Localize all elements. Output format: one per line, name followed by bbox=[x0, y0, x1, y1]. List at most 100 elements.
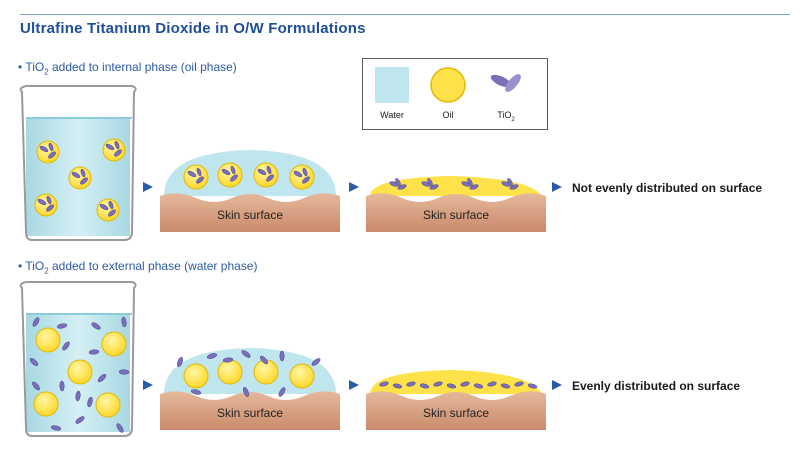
tio2-particle bbox=[406, 381, 416, 387]
tio2-particle bbox=[257, 168, 267, 176]
tio2-particle bbox=[59, 380, 65, 392]
oil-droplet-icon bbox=[430, 67, 466, 103]
tio2-particle bbox=[75, 416, 85, 424]
skin-1b bbox=[366, 193, 546, 232]
tio2-particle bbox=[37, 198, 47, 206]
tio2-particle bbox=[266, 174, 274, 182]
oil-droplet bbox=[67, 359, 93, 385]
tio2-particle bbox=[469, 184, 479, 190]
phase1-prefix: • TiO bbox=[18, 60, 45, 74]
tio2-particle bbox=[39, 145, 49, 153]
tio2-particle bbox=[527, 383, 538, 389]
oil-droplet-with-tio2 bbox=[102, 138, 126, 162]
skin-label-1a: Skin surface bbox=[217, 208, 283, 222]
tio2-particle bbox=[397, 184, 407, 190]
tio2-particle bbox=[108, 200, 114, 210]
tio2-particle bbox=[509, 184, 519, 190]
particles-layer bbox=[29, 138, 538, 433]
oil-droplet-with-tio2 bbox=[183, 164, 209, 190]
skin-2b bbox=[366, 391, 546, 430]
tio2-particle bbox=[259, 355, 269, 365]
oil-droplet-with-tio2 bbox=[36, 140, 60, 164]
tio2-particle bbox=[121, 316, 127, 328]
oil-droplet-with-tio2 bbox=[34, 193, 58, 217]
phase-label-oil: • TiO2 added to internal phase (oil phas… bbox=[18, 60, 237, 76]
tio2-particle bbox=[71, 171, 81, 179]
beaker2-glass bbox=[19, 281, 137, 437]
tio2-particle bbox=[302, 176, 310, 184]
tio2-particle bbox=[116, 423, 124, 433]
tio2-particle bbox=[87, 396, 93, 408]
tio2-particle bbox=[99, 203, 109, 211]
oil-droplet bbox=[35, 327, 61, 353]
phase-label-water: • TiO2 added to external phase (water ph… bbox=[18, 259, 257, 275]
oil-droplet-with-tio2 bbox=[253, 162, 279, 188]
tio2-particle bbox=[105, 143, 115, 151]
oil-droplet-with-tio2 bbox=[289, 164, 315, 190]
phase2-suffix: added to external phase (water phase) bbox=[48, 259, 258, 273]
tio2-particle bbox=[279, 350, 285, 362]
tio2-particle bbox=[29, 358, 39, 366]
arrow-2c-icon bbox=[552, 380, 562, 390]
tio2-particles-icon bbox=[490, 74, 521, 92]
oil-droplet-with-tio2 bbox=[217, 162, 243, 188]
beaker-oil-phase bbox=[19, 85, 137, 241]
tio2-particle bbox=[222, 357, 234, 363]
tio2-particle bbox=[190, 389, 202, 395]
tio2-particle bbox=[278, 387, 286, 397]
tio2-particle bbox=[473, 383, 484, 389]
legend-label-water: Water bbox=[380, 110, 404, 120]
oil-droplet bbox=[33, 391, 59, 417]
tio2-particle bbox=[419, 383, 430, 389]
tio2-particle bbox=[48, 151, 56, 159]
tio2-particle bbox=[421, 181, 431, 187]
tio2-particle bbox=[395, 178, 401, 186]
oil-droplet bbox=[289, 363, 315, 389]
outcome-uneven: Not evenly distributed on surface bbox=[572, 181, 763, 195]
tio2-particle bbox=[221, 168, 231, 176]
beaker1-glass bbox=[19, 85, 137, 241]
tio2-particle bbox=[446, 383, 457, 389]
skin-label-1b: Skin surface bbox=[423, 208, 489, 222]
tio2-particle bbox=[389, 181, 399, 187]
oil-droplet-with-tio2 bbox=[68, 166, 92, 190]
phase2-prefix: • TiO bbox=[18, 259, 45, 273]
arrow-1b-icon bbox=[349, 182, 359, 192]
arrow-2b-icon bbox=[349, 380, 359, 390]
tio2-particle bbox=[302, 167, 308, 177]
tio2-particle bbox=[461, 181, 471, 187]
tio2-sub: 2 bbox=[511, 116, 515, 123]
tio2-particle bbox=[196, 176, 204, 184]
tio2-particle bbox=[293, 170, 303, 178]
tio2-particle bbox=[187, 170, 197, 178]
tio2-particle bbox=[108, 209, 116, 217]
tio2-particle bbox=[311, 358, 321, 366]
oil-droplet bbox=[183, 363, 209, 389]
tio2-particle bbox=[500, 383, 511, 389]
tio2-particle bbox=[206, 353, 218, 359]
tio2-prefix: TiO bbox=[497, 110, 512, 120]
tio2-particle bbox=[32, 317, 40, 327]
tio2-particle bbox=[230, 165, 236, 175]
panel-1a: Skin surface bbox=[160, 150, 340, 232]
panel-2b: Skin surface bbox=[366, 370, 546, 430]
legend-icons bbox=[375, 67, 521, 103]
skin-1a bbox=[160, 193, 340, 232]
legend-label-tio2: TiO2 bbox=[481, 110, 531, 123]
phase1-sub: 2 bbox=[44, 67, 49, 77]
tio2-particle bbox=[433, 381, 443, 387]
tio2-particle bbox=[427, 178, 433, 186]
tio2-particle bbox=[46, 204, 54, 212]
tio2-particle bbox=[241, 350, 251, 358]
skin-label-2b: Skin surface bbox=[423, 406, 489, 420]
arrow-2a-icon bbox=[143, 380, 153, 390]
tio2-particle bbox=[91, 322, 101, 330]
tio2-particle bbox=[50, 425, 62, 431]
tio2-particle bbox=[460, 381, 470, 387]
tio2-particle bbox=[118, 369, 130, 375]
tio2-particle bbox=[501, 181, 511, 187]
tio2-particle bbox=[429, 184, 439, 190]
water-swatch-icon bbox=[375, 67, 409, 103]
tio2-particle bbox=[487, 381, 497, 387]
